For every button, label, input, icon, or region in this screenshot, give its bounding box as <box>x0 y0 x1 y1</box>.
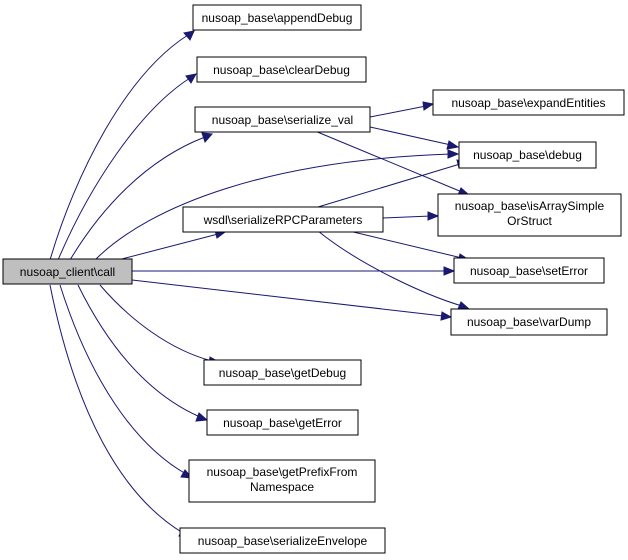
node-label: nusoap_base\varDump <box>467 315 591 329</box>
edge-call-to-serialize-val <box>69 132 214 261</box>
node-label: nusoap_base\getDebug <box>219 366 346 380</box>
node-label-line-1: nusoap_base\getPrefixFrom <box>207 465 358 479</box>
node-label: nusoap_base\expandEntities <box>451 96 605 110</box>
edge-serializeval-to-expandentities <box>369 101 435 118</box>
node-label: wsdl\serializeRPCParameters <box>203 213 363 227</box>
node-expandentities[interactable]: nusoap_base\expandEntities <box>432 89 625 116</box>
edge-serializeval-to-isarraysimpleorstruct <box>314 130 471 196</box>
node-serialize-val[interactable]: nusoap_base\serialize_val <box>194 106 371 133</box>
node-nusoap-client-call[interactable]: nusoap_client\call <box>2 258 133 285</box>
edge-serializerpcparameters-to-isarraysimpleorstruct <box>382 211 440 221</box>
edge-call-to-appenddebug <box>49 30 195 261</box>
edge-call-to-getprefixfromnamespace <box>59 284 194 479</box>
node-appenddebug[interactable]: nusoap_base\appendDebug <box>192 4 362 31</box>
node-getdebug[interactable]: nusoap_base\getDebug <box>203 359 362 386</box>
edge-call-to-cleardebug <box>57 73 197 261</box>
edge-call-to-getdebug <box>99 284 221 366</box>
node-debug[interactable]: nusoap_base\debug <box>458 141 597 169</box>
node-label: nusoap_base\serializeEnvelope <box>198 534 368 548</box>
node-serializerpcparameters[interactable]: wsdl\serializeRPCParameters <box>182 206 384 233</box>
node-cleardebug[interactable]: nusoap_base\clearDebug <box>196 56 367 83</box>
node-label-line-2: Namespace <box>250 480 314 494</box>
edge-call-to-serializerpcparameters <box>117 229 227 261</box>
node-geterror[interactable]: nusoap_base\getError <box>206 409 359 436</box>
node-label: nusoap_base\appendDebug <box>202 11 353 25</box>
edge-call-to-geterror <box>77 284 209 422</box>
node-label-line-2: OrStruct <box>507 214 552 228</box>
node-label-line-1: nusoap_base\isArraySimple <box>455 199 605 213</box>
node-label: nusoap_base\debug <box>473 148 582 162</box>
edge-serializeval-to-debug <box>369 126 460 150</box>
node-label: nusoap_base\setError <box>470 264 588 278</box>
node-seterror[interactable]: nusoap_base\setError <box>453 257 605 284</box>
node-label: nusoap_base\serialize_val <box>212 113 353 127</box>
node-label: nusoap_base\getError <box>223 416 342 430</box>
nodes: nusoap_client\call nusoap_base\appendDeb… <box>2 4 625 554</box>
node-isarraysimpleorstruct[interactable]: nusoap_base\isArraySimple OrStruct <box>437 193 622 237</box>
node-getprefixfromnamespace[interactable]: nusoap_base\getPrefixFrom Namespace <box>188 459 376 503</box>
node-label: nusoap_base\clearDebug <box>213 63 350 77</box>
node-label: nusoap_client\call <box>20 265 115 279</box>
edge-call-to-seterror <box>132 266 456 276</box>
node-serializeenvelope[interactable]: nusoap_base\serializeEnvelope <box>179 527 386 554</box>
edge-call-to-vardump <box>131 279 453 321</box>
node-vardump[interactable]: nusoap_base\varDump <box>450 308 608 336</box>
